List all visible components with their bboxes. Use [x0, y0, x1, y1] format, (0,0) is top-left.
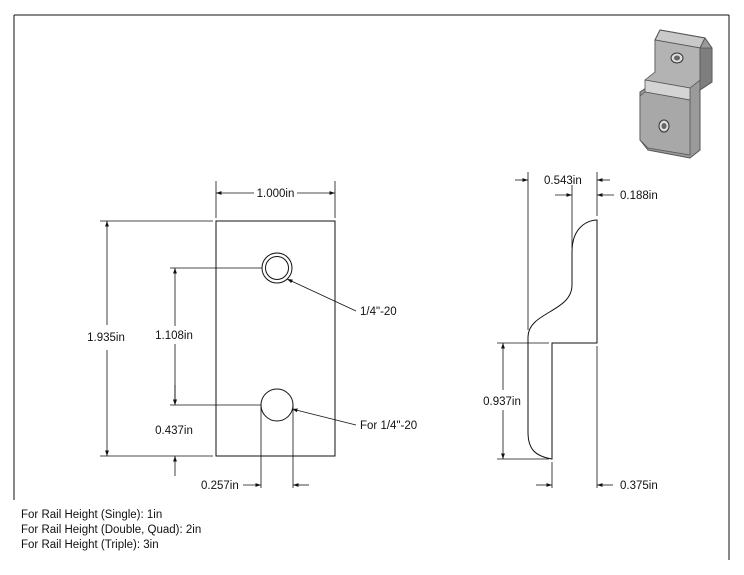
dim-side-thickness-text: 0.188in: [620, 190, 658, 202]
side-view-outline: [527, 219, 598, 460]
dim-width-text: 1.000in: [257, 188, 295, 200]
callout-clearance-hole: For 1/4"-20: [291, 408, 417, 432]
dim-hole-spacing-text: 1.108in: [155, 330, 193, 342]
dimension-side-lower-offset: 0.375in: [536, 346, 658, 492]
dim-side-lower-offset-text: 0.375in: [620, 480, 658, 492]
front-view: [215, 220, 336, 457]
dim-side-lower-height-text: 0.937in: [483, 396, 521, 408]
dimension-width: 1.000in: [215, 181, 336, 218]
dim-side-depth-text: 0.543in: [544, 175, 582, 187]
dimension-side-depth: 0.543in: [515, 172, 610, 330]
dimension-hole-diameter: 0.257in: [201, 405, 309, 492]
dim-hole-bottom-text: 0.437in: [155, 425, 193, 437]
dim-height-text: 1.935in: [87, 332, 125, 344]
dimension-height: 1.935in: [87, 220, 213, 457]
note-triple: For Rail Height (Triple): 3in: [21, 539, 159, 551]
note-single: For Rail Height (Single): 1in: [21, 509, 163, 521]
clearance-hole: [260, 388, 294, 422]
dimension-hole-bottom: 0.437in: [155, 385, 193, 476]
note-double-quad: For Rail Height (Double, Quad): 2in: [21, 524, 202, 536]
callout-threaded-hole: 1/4"-20: [286, 278, 397, 318]
dimension-hole-spacing: 1.108in: [155, 267, 262, 406]
rail-height-notes: For Rail Height (Single): 1in For Rail H…: [21, 508, 201, 553]
callout-clearance-hole-text: For 1/4"-20: [360, 420, 417, 432]
dim-hole-diameter-text: 0.257in: [201, 480, 239, 492]
side-view: [527, 219, 598, 460]
dimension-side-lower-height: 0.937in: [483, 342, 549, 460]
threaded-hole-inner: [265, 256, 289, 280]
dimension-side-thickness: 0.188in: [555, 190, 658, 202]
isometric-bracket-preview: [639, 29, 713, 159]
callout-threaded-hole-text: 1/4"-20: [360, 306, 397, 318]
